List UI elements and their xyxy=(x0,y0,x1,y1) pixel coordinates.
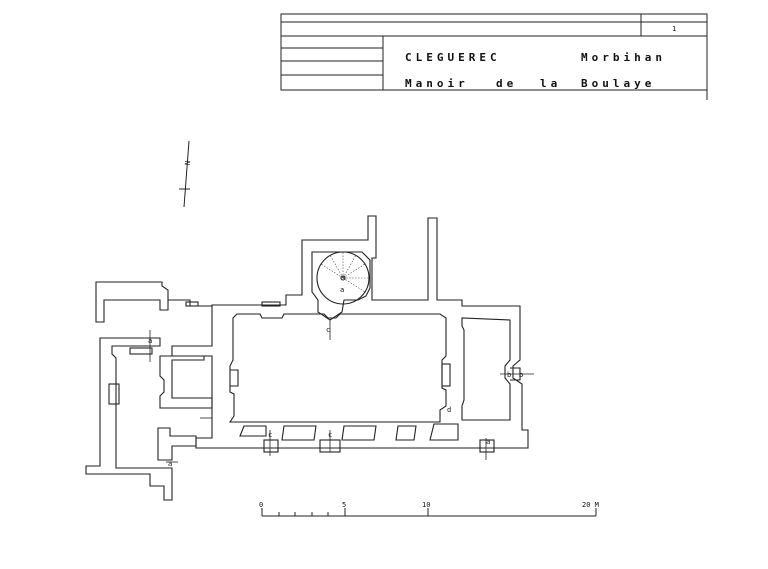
departement-name: Morbihan xyxy=(581,51,666,64)
section-letter: b xyxy=(519,371,523,379)
section-letter: a xyxy=(148,337,152,345)
edifice-word: Boulaye xyxy=(581,77,655,90)
east-room-wall xyxy=(461,317,511,421)
window-embrasure xyxy=(429,423,459,441)
edifice-word: la xyxy=(540,77,561,90)
door-jamb xyxy=(185,301,199,307)
scale-label: 10 xyxy=(422,501,430,509)
section-letter: b xyxy=(507,371,511,379)
scale-label: 5 xyxy=(342,501,346,509)
edifice-word: de xyxy=(496,77,517,90)
scale-label: 0 xyxy=(259,501,263,509)
door-jamb xyxy=(129,347,153,355)
scale-bar xyxy=(261,508,597,517)
west-wing-south-room xyxy=(157,427,197,461)
stair-tower-wall xyxy=(311,251,371,321)
scale-label: 20 M xyxy=(582,501,599,509)
window-embrasure xyxy=(395,425,417,441)
plan-label: c xyxy=(326,326,330,334)
main-building-outer-wall xyxy=(171,215,529,449)
spiral-stair xyxy=(316,251,370,305)
fireplace-east xyxy=(441,363,451,387)
north-arrow xyxy=(179,140,190,208)
plan-walls xyxy=(85,215,529,501)
window-embrasure xyxy=(341,425,377,441)
facade-step xyxy=(263,439,279,453)
section-markers xyxy=(149,320,534,463)
plan-label: a xyxy=(486,438,490,446)
section-letter: c xyxy=(268,431,272,439)
cartouche-frame xyxy=(280,13,708,91)
west-wing-north-room xyxy=(95,281,169,323)
north-arrow-label: N xyxy=(184,161,192,166)
fireplace-west xyxy=(230,369,239,387)
edifice-word: Manoir xyxy=(405,77,469,90)
section-letter: c xyxy=(328,431,332,439)
main-hall-inner-wall xyxy=(228,313,447,423)
west-wing-link xyxy=(168,299,212,307)
plan-label: d xyxy=(447,406,451,414)
spiral-stair-core xyxy=(340,275,346,281)
facade-step xyxy=(479,439,495,453)
cartouche xyxy=(280,13,708,100)
west-wing-outer-wall xyxy=(85,337,173,501)
window-embrasure xyxy=(281,425,317,441)
plan-label: a xyxy=(168,460,172,468)
west-wing-niche xyxy=(108,383,120,405)
commune-name: CLEGUEREC xyxy=(405,51,501,64)
west-wing-inner-room xyxy=(159,355,213,409)
window-embrasure xyxy=(239,425,267,437)
plan-label: a xyxy=(340,286,344,294)
door-jamb xyxy=(261,301,281,307)
sheet-number: 1 xyxy=(672,25,676,33)
stair-treads xyxy=(320,252,369,293)
